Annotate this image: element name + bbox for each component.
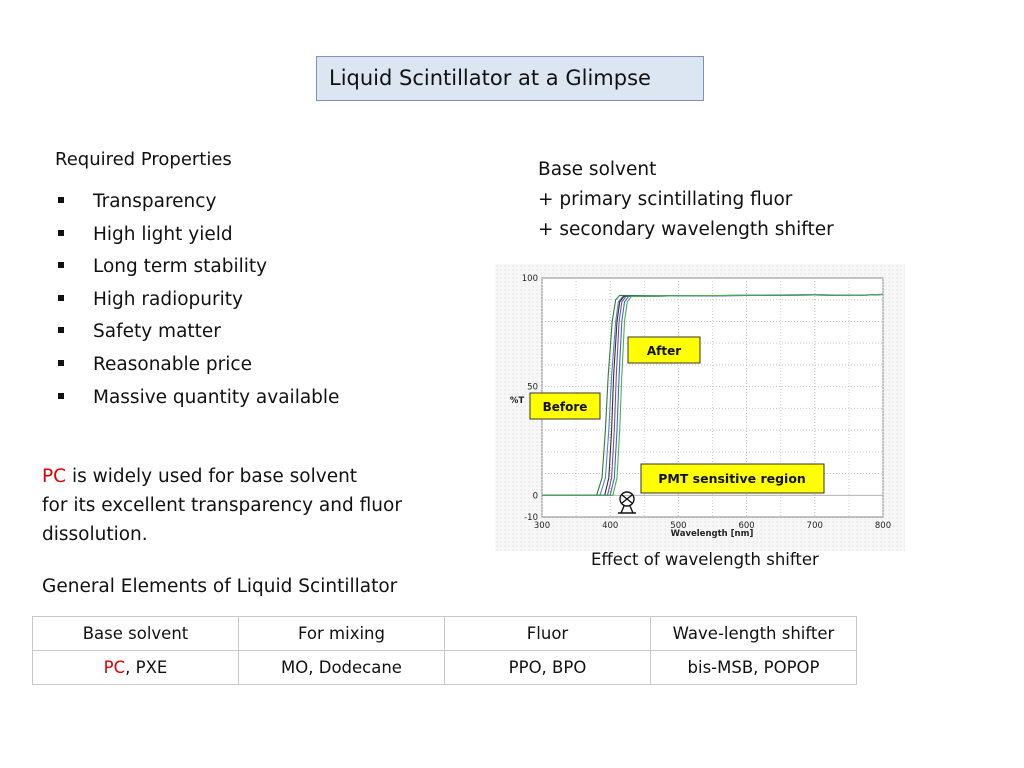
bullet-icon	[58, 229, 64, 236]
table-header-cell: For mixing	[238, 616, 445, 651]
table-cell-shifter: bis-MSB, POPOP	[650, 650, 857, 685]
list-item: High light yield	[55, 221, 339, 254]
list-item-text: High radiopurity	[93, 288, 243, 310]
list-item: Transparency	[55, 188, 339, 221]
list-item-text: Massive quantity available	[93, 386, 340, 408]
list-item: Long term stability	[55, 253, 339, 286]
general-elements-table: Base solvent For mixing Fluor Wave-lengt…	[32, 616, 857, 685]
x-tick-label: 500	[670, 521, 686, 531]
pc-note-line-1: PC is widely used for base solvent	[42, 462, 402, 491]
bullet-icon	[58, 262, 64, 269]
table-cell-mixing: MO, Dodecane	[238, 650, 445, 685]
x-tick-label: 800	[875, 521, 891, 531]
composition-line: + secondary wavelength shifter	[538, 219, 834, 240]
series-line-6	[542, 293, 884, 496]
table-row: PC, PXE MO, Dodecane PPO, BPO bis-MSB, P…	[32, 650, 857, 685]
series-layer	[542, 293, 884, 496]
general-elements-heading: General Elements of Liquid Scintillator	[42, 576, 398, 597]
after-label: After	[647, 344, 681, 358]
before-annotation: Before	[529, 392, 601, 420]
table-cell-text: , PXE	[125, 658, 168, 677]
pc-note: PC is widely used for base solvent for i…	[42, 462, 402, 549]
y-tick-label: -10	[524, 513, 538, 523]
x-tick-label: 700	[807, 521, 823, 531]
y-tick-label: 50	[527, 383, 538, 393]
composition-text: Base solvent + primary scintillating flu…	[538, 155, 834, 245]
x-tick-label: 300	[534, 521, 550, 531]
table-header-row: Base solvent For mixing Fluor Wave-lengt…	[32, 616, 857, 651]
grid-layer	[541, 278, 884, 517]
required-properties-list: Transparency High light yield Long term …	[55, 188, 339, 416]
pc-note-line-3: dissolution.	[42, 524, 148, 545]
after-annotation: After	[627, 336, 701, 364]
bullet-icon	[58, 327, 64, 334]
pc-highlight: PC	[103, 658, 126, 677]
list-item-text: Reasonable price	[93, 353, 252, 375]
pc-note-line-1-rest: is widely used for base solvent	[66, 466, 358, 487]
bullet-icon	[58, 294, 64, 301]
y-axis-label: %T	[510, 396, 525, 406]
chart-caption: Effect of wavelength shifter	[591, 550, 819, 569]
table-header-cell: Fluor	[444, 616, 651, 651]
x-axis-label: Wavelength [nm]	[671, 529, 754, 539]
before-label: Before	[543, 400, 588, 414]
pmt-region-label: PMT sensitive region	[658, 471, 806, 486]
pc-note-line-2: for its excellent transparency and fluor	[42, 495, 402, 516]
list-item: Massive quantity available	[55, 384, 339, 417]
table-cell-fluor: PPO, BPO	[444, 650, 651, 685]
slide-title: Liquid Scintillator at a Glimpse	[316, 56, 704, 101]
composition-line: Base solvent	[538, 159, 657, 180]
required-properties-heading: Required Properties	[55, 149, 232, 170]
x-tick-label: 400	[602, 521, 618, 531]
bullet-icon	[58, 359, 64, 366]
list-item: Safety matter	[55, 318, 339, 351]
table-header-cell: Base solvent	[32, 616, 239, 651]
list-item-text: High light yield	[93, 223, 233, 245]
list-item-text: Long term stability	[93, 256, 268, 278]
pmt-region-annotation: PMT sensitive region	[640, 463, 825, 494]
x-tick-label: 600	[738, 521, 754, 531]
table-cell-base-solvent: PC, PXE	[32, 650, 239, 685]
composition-line: + primary scintillating fluor	[538, 189, 793, 210]
bullet-icon	[58, 392, 64, 399]
list-item-text: Transparency	[93, 191, 217, 212]
bullet-icon	[58, 197, 64, 203]
list-item-text: Safety matter	[93, 321, 221, 343]
list-item: Reasonable price	[55, 351, 339, 384]
pmt-icon	[618, 491, 636, 514]
list-item: High radiopurity	[55, 286, 339, 319]
y-tick-label: 0	[533, 491, 538, 501]
pc-highlight: PC	[42, 466, 67, 487]
table-header-cell: Wave-length shifter	[650, 616, 857, 651]
y-tick-label: 100	[522, 274, 538, 284]
